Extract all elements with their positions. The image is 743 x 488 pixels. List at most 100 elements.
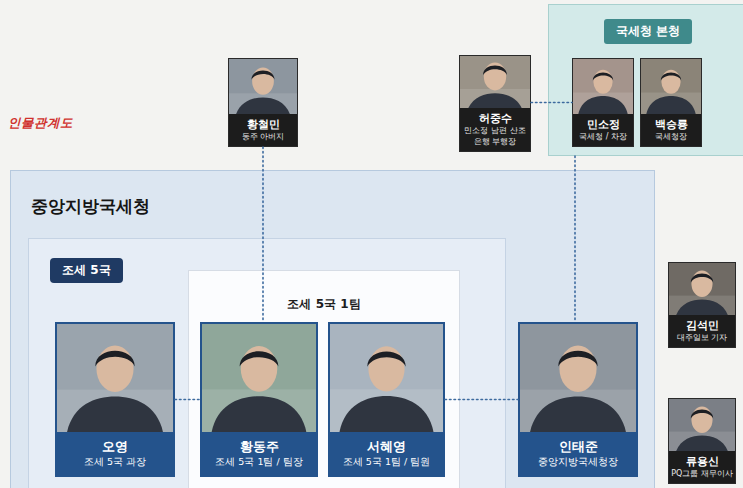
person-name: 김석민 bbox=[671, 318, 733, 332]
person-card: 인태준중앙지방국세청장 bbox=[518, 322, 638, 477]
person-card: 황동주조세 5국 1팀 / 팀장 bbox=[200, 322, 318, 477]
person-name: 인태준 bbox=[523, 438, 633, 455]
figure-face bbox=[691, 407, 712, 433]
portrait-photo bbox=[57, 324, 173, 432]
photo-ground bbox=[641, 59, 701, 114]
figure-shoulders bbox=[466, 93, 525, 108]
portrait-photo bbox=[202, 324, 316, 432]
relation-line bbox=[531, 102, 572, 104]
name-bar: 황철민동주 아버지 bbox=[229, 114, 297, 146]
photo-shade bbox=[669, 432, 735, 451]
person-role: PQ그룹 재무이사 bbox=[671, 468, 733, 479]
person-role: 조세 5국 1팀 / 팀장 bbox=[205, 455, 313, 468]
org-region: 국세청 본청민소정국세청 / 차장백승룡국세청장 bbox=[548, 4, 743, 156]
person-role: 조세 5국 과장 bbox=[60, 455, 170, 468]
portrait-photo bbox=[669, 399, 735, 451]
name-bar: 류용신PQ그룹 재무이사 bbox=[669, 451, 735, 483]
figure-hair bbox=[661, 72, 681, 80]
figure-shoulders bbox=[339, 396, 434, 432]
region-head: 조세 5국 1팀 bbox=[189, 271, 459, 313]
person-name: 오영 bbox=[60, 438, 170, 455]
person-role: 대주일보 기자 bbox=[671, 332, 733, 343]
person-name: 황철민 bbox=[231, 117, 295, 131]
photo-shade bbox=[669, 296, 735, 315]
region-title: 조세 5국 bbox=[50, 258, 123, 283]
region-title: 중앙지방국세청 bbox=[31, 195, 150, 218]
figure-face bbox=[661, 70, 680, 94]
person-name: 황동주 bbox=[205, 438, 313, 455]
photo-ground bbox=[330, 324, 443, 432]
name-bar: 김석민대주일보 기자 bbox=[669, 315, 735, 347]
name-bar: 오영조세 5국 과장 bbox=[57, 432, 173, 475]
person-card: 김석민대주일보 기자 bbox=[668, 262, 736, 348]
photo-shade bbox=[641, 93, 701, 115]
name-bar: 서혜영조세 5국 1팀 / 팀원 bbox=[330, 432, 443, 475]
photo-frame bbox=[520, 324, 636, 432]
photo-frame bbox=[57, 324, 173, 432]
figure-hair bbox=[691, 273, 713, 282]
photo-frame bbox=[573, 59, 633, 114]
person-name: 민소정 bbox=[575, 117, 631, 131]
portrait-photo bbox=[669, 263, 735, 315]
person-role: 중앙지방국세청장 bbox=[523, 455, 633, 468]
photo-shade bbox=[460, 89, 530, 108]
photo-ground bbox=[669, 399, 735, 451]
label-holder: 인물관계도 bbox=[8, 112, 73, 132]
portrait-photo bbox=[330, 324, 443, 432]
person-role: 국세청 / 차장 bbox=[575, 131, 631, 142]
photo-ground bbox=[669, 263, 735, 315]
org-region: 중앙지방국세청조세 5국조세 5국 1팀황동주조세 5국 1팀 / 팀장 서혜영조… bbox=[10, 170, 655, 488]
photo-frame bbox=[641, 59, 701, 114]
relation-line bbox=[262, 147, 264, 322]
figure-hair bbox=[251, 71, 274, 80]
person-card: 황철민동주 아버지 bbox=[228, 58, 298, 147]
photo-ground bbox=[573, 59, 633, 114]
figure-face bbox=[593, 70, 612, 94]
person-card: 오영조세 5국 과장 bbox=[55, 322, 175, 477]
org-region: 조세 5국조세 5국 1팀황동주조세 5국 1팀 / 팀장 서혜영조세 5국 1팀… bbox=[28, 238, 506, 488]
figure-shoulders bbox=[529, 397, 626, 432]
region-title: 조세 5국 1팀 bbox=[287, 296, 360, 313]
photo-shade bbox=[330, 389, 443, 432]
figure-hair bbox=[240, 351, 279, 366]
diagram-label: 인물관계도 bbox=[8, 115, 73, 132]
person-name: 백승룡 bbox=[643, 117, 699, 131]
person-name: 류용신 bbox=[671, 454, 733, 468]
figure-hair bbox=[483, 66, 507, 75]
person-card: 민소정국세청 / 차장 bbox=[572, 58, 634, 147]
photo-frame bbox=[330, 324, 443, 432]
photo-ground bbox=[460, 56, 530, 108]
person-name: 허중수 bbox=[462, 111, 528, 125]
name-bar: 황동주조세 5국 1팀 / 팀장 bbox=[202, 432, 316, 475]
figure-face bbox=[252, 67, 274, 94]
photo-ground bbox=[520, 324, 636, 432]
figure-shoulders bbox=[674, 300, 729, 315]
photo-frame bbox=[229, 59, 297, 114]
org-region: 조세 5국 1팀황동주조세 5국 1팀 / 팀장 서혜영조세 5국 1팀 / 팀원 bbox=[188, 270, 460, 488]
figure-face bbox=[484, 62, 506, 90]
figure-shoulders bbox=[674, 436, 729, 451]
photo-frame bbox=[669, 263, 735, 315]
portrait-photo bbox=[573, 59, 633, 114]
photo-shade bbox=[229, 93, 297, 114]
name-bar: 인태준중앙지방국세청장 bbox=[520, 432, 636, 475]
photo-frame bbox=[669, 399, 735, 451]
photo-shade bbox=[573, 93, 633, 115]
person-role: 동주 아버지 bbox=[231, 131, 295, 142]
person-card: 류용신PQ그룹 재무이사 bbox=[668, 398, 736, 484]
name-bar: 민소정국세청 / 차장 bbox=[573, 114, 633, 146]
photo-shade bbox=[520, 390, 636, 432]
person-card: 서혜영조세 5국 1팀 / 팀원 bbox=[328, 322, 445, 477]
figure-shoulders bbox=[234, 97, 291, 114]
person-role: 민소정 남편 산조은행 부행장 bbox=[462, 125, 528, 147]
figure-hair bbox=[691, 409, 713, 418]
portrait-photo bbox=[460, 56, 530, 108]
person-card: 백승룡국세청장 bbox=[640, 58, 702, 147]
name-bar: 백승룡국세청장 bbox=[641, 114, 701, 146]
figure-shoulders bbox=[578, 96, 628, 114]
figure-face bbox=[691, 271, 712, 297]
photo-frame bbox=[202, 324, 316, 432]
region-head: 국세청 본청 bbox=[549, 5, 743, 44]
portrait-photo bbox=[520, 324, 636, 432]
